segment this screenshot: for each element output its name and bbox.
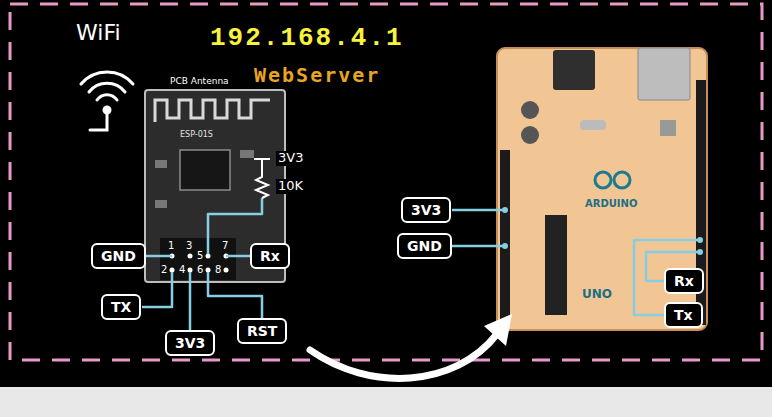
capacitor: [521, 126, 539, 144]
pin-name: GND: [407, 238, 442, 254]
wifi-icon: [81, 72, 133, 130]
capacitor: [521, 101, 539, 119]
reset-button: [660, 120, 676, 136]
microcontroller: [545, 215, 567, 315]
pin: [206, 254, 211, 259]
pin: [188, 268, 193, 273]
ip-address: 192.168.4.1: [210, 24, 404, 54]
pin-number: 2: [161, 264, 167, 276]
wire-end: [697, 249, 703, 255]
part-name: PCB Antenna: [170, 76, 229, 86]
component: [155, 200, 167, 208]
pin-label: TX: [101, 294, 141, 320]
arduino-uno: [497, 48, 707, 330]
pin-number: 5: [197, 250, 203, 262]
module-pcb: [145, 90, 285, 282]
esp01s-module: [145, 90, 285, 282]
wire: [189, 272, 192, 330]
pin-name: Rx: [674, 273, 694, 289]
pin-label: RST: [237, 318, 287, 344]
wire: [208, 272, 262, 318]
wifi-arc: [97, 95, 117, 100]
arduino-logo: [595, 172, 630, 188]
wire-ends: [502, 207, 703, 255]
wires: [142, 198, 262, 330]
wifi-arc: [81, 72, 133, 84]
pin-number: 8: [215, 264, 221, 276]
resistor-zigzag: [256, 160, 268, 198]
supply-label: 3V3: [276, 151, 305, 166]
arrow-body: [310, 334, 497, 378]
pin-label: 3V3: [401, 197, 451, 223]
wire: [142, 272, 172, 307]
pin-label: Tx: [664, 302, 703, 328]
bottom-bar: [0, 387, 772, 417]
pin-name: Rx: [260, 248, 280, 264]
pin-name: Tx: [674, 307, 693, 323]
arrow-head: [484, 314, 512, 346]
wires: [452, 210, 700, 315]
pin-name: 3V3: [175, 335, 205, 351]
resistor-symbol: [254, 159, 270, 198]
usb-port: [638, 48, 690, 100]
resistor-value: 10K: [276, 179, 305, 194]
pin-number: 1: [168, 240, 174, 252]
pin-label: Rx: [664, 268, 704, 294]
wifi-arc: [89, 83, 125, 92]
heading-text: WiFi: [76, 20, 121, 45]
pin-number: 4: [179, 264, 185, 276]
crystal: [580, 120, 606, 130]
chip: [180, 150, 230, 190]
wire: [452, 209, 505, 212]
wifi-stem: [90, 113, 107, 130]
wire: [146, 255, 172, 258]
component: [240, 150, 254, 158]
supply-bar: [254, 158, 270, 160]
dashed-frame: [10, 4, 762, 360]
server-label: WebServer: [254, 64, 380, 87]
pin-name: RST: [247, 323, 277, 339]
pin-label: 3V3: [165, 330, 215, 356]
pin-name: TX: [111, 299, 131, 315]
pin-number: 3: [186, 240, 192, 252]
board-name: UNO: [582, 288, 612, 302]
pin-name: 3V3: [411, 202, 441, 218]
component: [155, 160, 167, 168]
pin-number: 6: [197, 264, 203, 276]
pin-label: Rx: [250, 243, 290, 269]
pin-label: GND: [91, 243, 146, 269]
pin: [224, 268, 229, 273]
pin: [188, 254, 193, 259]
pcb-antenna: [155, 100, 270, 122]
module-name: ESP-01S: [180, 130, 213, 139]
logo-loop: [595, 172, 611, 188]
board: [497, 48, 707, 330]
power-jack: [553, 50, 595, 90]
pin: [170, 268, 175, 273]
pin: [206, 268, 211, 273]
brand-name: ARDUINO: [585, 198, 637, 210]
wire-end: [502, 243, 508, 249]
pin-label: GND: [397, 233, 452, 259]
left-header: [500, 150, 510, 325]
wire: [452, 245, 505, 248]
logo-loop: [614, 172, 630, 188]
wire: [226, 255, 250, 258]
wire-end: [697, 237, 703, 243]
wire-end: [502, 207, 508, 213]
big-arrow: [310, 314, 512, 378]
pin-number: 7: [222, 240, 228, 252]
pin-name: GND: [101, 248, 136, 264]
